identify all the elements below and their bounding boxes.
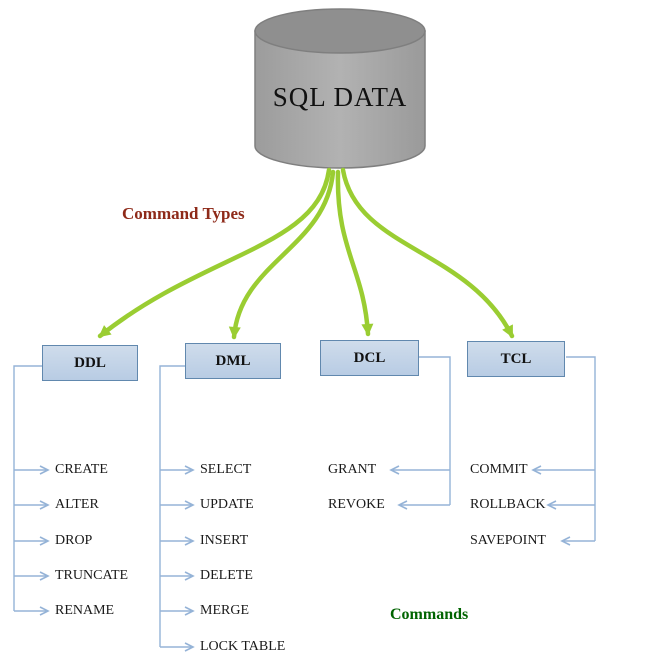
command-connectors	[13, 356, 596, 652]
arrow-to-dml	[228, 169, 336, 340]
commands-label: Commands	[390, 606, 469, 623]
ddl-command-truncate: TRUNCATE	[55, 568, 129, 583]
dml-command-update: UPDATE	[200, 497, 254, 512]
command-types-label: Command Types	[122, 204, 245, 223]
dml-command-lock-table: LOCK TABLE	[200, 639, 286, 654]
type-box-dcl-label: DCL	[353, 349, 386, 366]
tcl-command-commit: COMMIT	[470, 462, 528, 477]
type-box-dml-label: DML	[215, 352, 251, 369]
arrow-to-ddl	[97, 167, 332, 339]
type-box-dml: DML	[185, 343, 281, 379]
dml-command-delete: DELETE	[200, 568, 253, 583]
cylinder-top	[254, 8, 426, 54]
ddl-command-rename: RENAME	[55, 603, 115, 618]
tcl-command-savepoint: SAVEPOINT	[470, 533, 546, 548]
ddl-command-drop: DROP	[55, 533, 93, 548]
database-cylinder	[254, 8, 426, 169]
arrow-to-dcl	[335, 169, 374, 337]
type-box-ddl-label: DDL	[74, 354, 106, 371]
command-type-arrows	[97, 167, 515, 340]
type-box-tcl-label: TCL	[500, 350, 532, 367]
type-box-ddl: DDL	[42, 345, 138, 381]
ddl-spine	[13, 365, 42, 611]
tcl-spine	[566, 356, 596, 541]
dml-command-insert: INSERT	[200, 533, 249, 548]
dcl-command-grant: GRANT	[328, 462, 377, 477]
ddl-command-create: CREATE	[55, 462, 108, 477]
dml-spine	[159, 365, 185, 647]
ddl-command-alter: ALTER	[55, 497, 99, 512]
dml-command-select: SELECT	[200, 462, 252, 477]
dcl-command-revoke: REVOKE	[328, 497, 385, 512]
type-box-dcl: DCL	[320, 340, 419, 376]
tcl-command-rollback: ROLLBACK	[470, 497, 546, 512]
dcl-spine	[419, 356, 451, 505]
database-label: SQL DATA	[272, 82, 408, 112]
arrow-to-tcl	[340, 167, 515, 339]
dml-command-merge: MERGE	[200, 603, 249, 618]
type-box-tcl: TCL	[467, 341, 565, 377]
